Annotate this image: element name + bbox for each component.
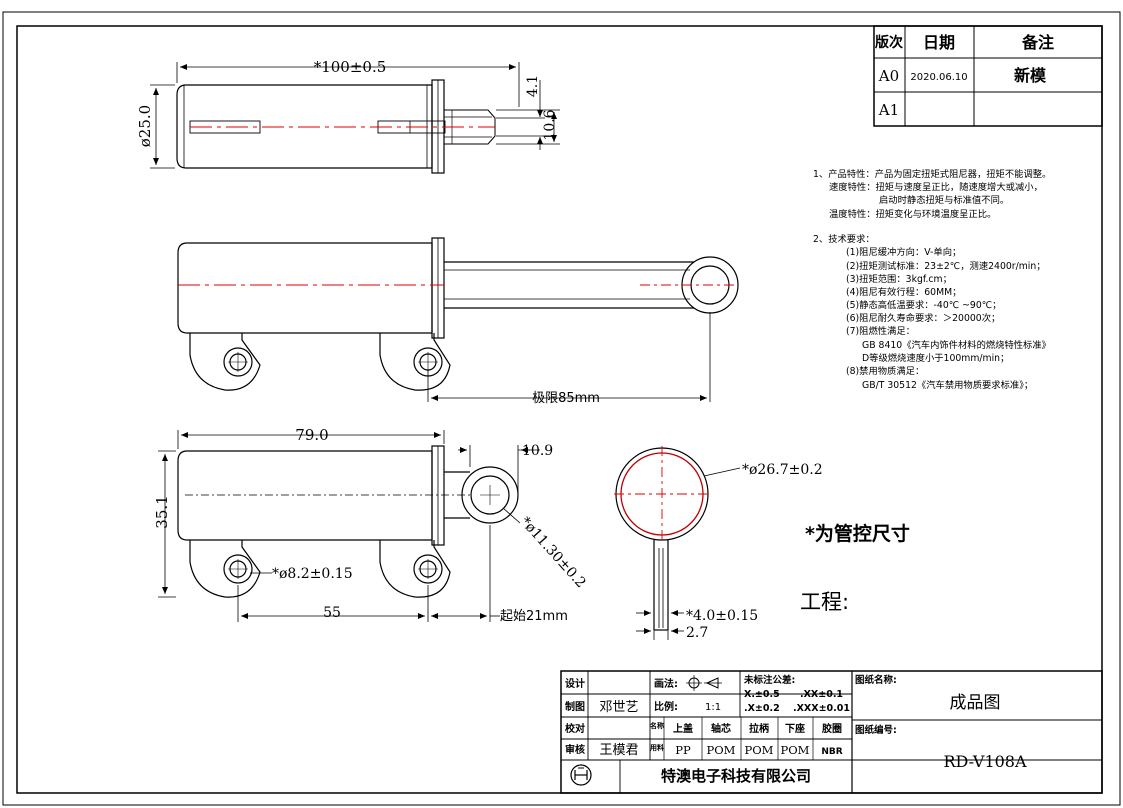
- note-line: (1)阻尼缓冲方向：V-单向；: [846, 246, 961, 258]
- dim-stroke-limit: 极限85mm: [532, 391, 600, 406]
- note-line: (7)阻燃性满足：: [846, 325, 915, 337]
- rev-a0-date: 2020.06.10: [910, 72, 967, 83]
- review-label: 审核: [565, 743, 585, 756]
- side-view-retracted: [177, 445, 519, 598]
- dim-tab-width: *4.0±0.15: [686, 608, 758, 624]
- note-line: 1、产品特性：产品为固定扭矩式阻尼器，扭矩不能调整。: [813, 168, 1051, 180]
- dim-eye-diameter: *ø11.30±0.2: [517, 514, 589, 591]
- rev-a1: A1: [878, 101, 899, 119]
- dim-10-9: 10.9: [522, 443, 553, 459]
- technical-notes: 1、产品特性：产品为固定扭矩式阻尼器，扭矩不能调整。 速度特性：扭矩与速度呈正比…: [813, 168, 1051, 391]
- dim-height: 35.1: [153, 495, 171, 528]
- company-logo-icon: [570, 764, 592, 786]
- material-value: PP: [675, 743, 691, 757]
- note-line: (2)扭矩测试标准：23±2℃，测速2400r/min；: [846, 260, 1046, 272]
- tol-1: X.±0.5: [744, 689, 780, 700]
- note-line: GB/T 30512《汽车禁用物质要求标准》；: [862, 379, 1033, 391]
- side-view-extended: [177, 237, 739, 391]
- note-line: 启动时静态扭矩与标准值不同。: [879, 194, 1009, 206]
- side-view-extended-dims: [228, 312, 711, 402]
- inner-border: [16, 25, 1103, 794]
- scale-label: 比例:: [654, 700, 678, 713]
- note-line: 速度特性：扭矩与速度呈正比，随速度增大或减小，: [829, 181, 1043, 193]
- note-line: 温度特性：扭矩变化与环境温度呈正比。: [829, 208, 996, 220]
- dim-body-length: 79.0: [295, 426, 328, 444]
- tol-2: .XX±0.1: [800, 689, 843, 700]
- note-line: D等级燃烧速度小于100mm/min；: [862, 352, 1009, 364]
- controlled-dimension-note: *为管控尺寸: [805, 522, 910, 545]
- design-label: 设计: [565, 677, 585, 690]
- outer-border: [2, 11, 1121, 806]
- title-block-text: 设计 制图 邓世艺 校对 审核 王模君 画法: 比例: 1:1 未标注公差: X…: [565, 674, 1027, 785]
- note-line: GB 8410《汽车内饰件材料的燃烧特性标准》: [862, 339, 1051, 351]
- note-line: (8)禁用物质满足：: [846, 365, 924, 377]
- dim-tab-thickness: 2.7: [686, 625, 708, 641]
- note-line: (3)扭矩范围：3kgf.cm；: [846, 273, 952, 285]
- rev-a0: A0: [878, 67, 899, 85]
- tol-3: .X±0.2: [744, 703, 780, 714]
- engineering-label: 工程:: [800, 590, 849, 614]
- note-line: (5)静态高低温要求：-40℃ ~90℃；: [846, 299, 1001, 311]
- scale-value: 1:1: [705, 702, 721, 713]
- material-side-label: 名称: [650, 721, 664, 730]
- tol-4: .XXX±0.01: [793, 703, 850, 714]
- note-line: (4)阻尼有效行程：60MM；: [846, 286, 961, 298]
- material-value: POM: [707, 743, 736, 757]
- material-header: 拉柄: [749, 722, 769, 735]
- drawing-name: 成品图: [950, 693, 1001, 713]
- material-value: POM: [781, 743, 810, 757]
- drawing-number: RD-V108A: [943, 752, 1027, 771]
- dim-overall-length: *100±0.5: [314, 58, 387, 76]
- end-view-dims: [636, 467, 741, 640]
- material-header: 下座: [785, 722, 805, 735]
- dim-tube-diameter: *ø26.7±0.2: [742, 462, 823, 478]
- material-value: NBR: [821, 747, 842, 757]
- drawing-name-label: 图纸名称:: [855, 674, 897, 686]
- tolerance-title: 未标注公差:: [743, 674, 795, 686]
- drawn-label: 制图: [565, 700, 585, 713]
- dim-10-6: 10.6: [542, 109, 558, 140]
- material-side-label: 用料: [650, 743, 664, 752]
- material-value: POM: [745, 743, 774, 757]
- dim-hole-diameter: *ø8.2±0.15: [272, 566, 353, 582]
- dim-hole-spacing: 55: [323, 605, 341, 621]
- company-name: 特澳电子科技有限公司: [661, 767, 811, 785]
- check-label: 校对: [565, 722, 585, 735]
- rev-header: 版次: [875, 34, 903, 51]
- top-view-dimensions: [150, 62, 560, 169]
- material-header: 胶圈: [822, 722, 842, 735]
- dim-start-length: 起始21mm: [500, 609, 568, 624]
- material-header: 上盖: [673, 722, 693, 735]
- top-view: [176, 79, 496, 174]
- projection-label: 画法:: [654, 677, 678, 690]
- dim-diameter: ø25.0: [136, 105, 154, 147]
- title-block: [560, 670, 1103, 794]
- note-line: (6)阻尼耐久寿命要求：＞20000次；: [846, 312, 1000, 324]
- drawing-number-label: 图纸编号:: [855, 724, 897, 736]
- drawn-value: 邓世艺: [599, 700, 638, 715]
- review-value: 王模君: [599, 743, 638, 758]
- note-header: 备注: [1021, 33, 1054, 52]
- date-header: 日期: [923, 33, 955, 52]
- note-line: 2、技术要求：: [813, 233, 875, 245]
- revision-table: 版次 日期 备注 A0 2020.06.10 新模 A1: [873, 25, 1103, 127]
- side-view-retracted-dims: [158, 430, 540, 622]
- rev-a0-note: 新模: [1014, 66, 1047, 85]
- dim-4-1: 4.1: [525, 75, 541, 97]
- end-view: [614, 446, 710, 631]
- material-header: 轴芯: [711, 722, 731, 735]
